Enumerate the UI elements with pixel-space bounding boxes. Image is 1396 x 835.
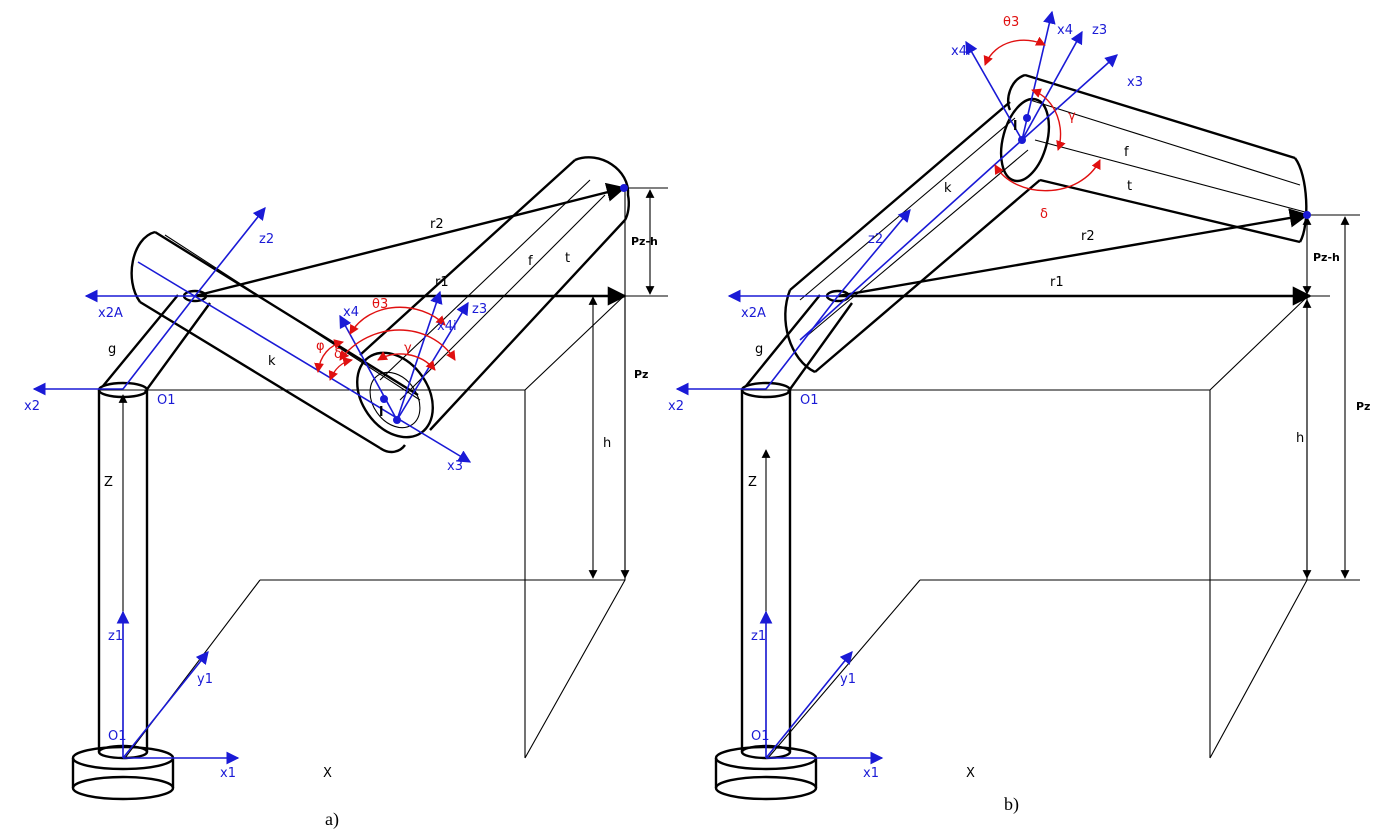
- caption-b: b): [1004, 794, 1019, 815]
- label-pzh-a: Pz-h: [631, 235, 658, 248]
- label-x1-a: x1: [220, 766, 236, 781]
- label-x4-b: x4: [1057, 23, 1073, 38]
- label-r1-a: r1: [435, 275, 449, 290]
- label-pz-b: Pz: [1356, 400, 1370, 413]
- label-gamma-b: γ: [1068, 109, 1076, 124]
- blue-axes-b: [675, 10, 1311, 765]
- angle-arcs-a: [314, 306, 456, 381]
- label-r1-b: r1: [1050, 275, 1064, 290]
- label-z2-a: z2: [259, 232, 274, 247]
- r-lines-a: [194, 182, 668, 579]
- label-theta3-b: θ3: [1003, 15, 1019, 30]
- label-r2-b: r2: [1081, 229, 1095, 244]
- label-y1-b: y1: [840, 672, 856, 687]
- panel-b: [675, 10, 1360, 801]
- label-o1-top-a: O1: [157, 393, 176, 408]
- label-delta-a: δ: [334, 347, 342, 362]
- label-g-a: g: [108, 342, 116, 357]
- label-x2-b: x2: [668, 399, 684, 414]
- workspace-box-b: [743, 295, 1308, 759]
- label-l-a: l: [379, 405, 383, 420]
- label-gamma-a: γ: [404, 341, 412, 356]
- label-x4i-b: x4i: [951, 44, 971, 59]
- panel-a: [32, 156, 668, 801]
- label-x3-b: x3: [1127, 75, 1143, 90]
- label-pz-a: Pz: [634, 368, 648, 381]
- label-x2a-a: x2A: [98, 306, 123, 321]
- cylinder-k-a: [130, 230, 421, 454]
- label-X-a: X: [323, 766, 332, 781]
- label-t-a: t: [565, 251, 570, 266]
- link-g-a: [102, 294, 211, 393]
- label-delta-b: δ: [1040, 207, 1048, 222]
- label-Z-b: Z: [748, 475, 757, 490]
- label-z1-b: z1: [751, 629, 766, 644]
- cylinder-k-b: [784, 97, 1051, 374]
- label-g-b: g: [755, 342, 763, 357]
- label-k-a: k: [268, 354, 276, 369]
- caption-a: a): [325, 809, 339, 830]
- label-x4i-a: x4i: [437, 319, 457, 334]
- label-x1-b: x1: [863, 766, 879, 781]
- angle-arcs-b: [983, 36, 1101, 192]
- label-phi-a: φ: [316, 339, 325, 354]
- label-o1-bottom-a: O1: [108, 729, 127, 744]
- r-lines-b: [837, 208, 1360, 581]
- label-x2a-b: x2A: [741, 306, 766, 321]
- label-o1-top-b: O1: [800, 393, 819, 408]
- label-h-a: h: [603, 436, 611, 451]
- labels-b: g x2A x2 O1 O1 Z z1 y1 x1 X z2 k r2 r1 f…: [668, 15, 1370, 815]
- label-h-b: h: [1296, 431, 1304, 446]
- label-x2-a: x2: [24, 399, 40, 414]
- label-z3-b: z3: [1092, 23, 1107, 38]
- label-k-b: k: [944, 181, 952, 196]
- label-z3-a: z3: [472, 302, 487, 317]
- label-y1-a: y1: [197, 672, 213, 687]
- label-t-b: t: [1127, 179, 1132, 194]
- label-o1-bottom-b: O1: [751, 729, 770, 744]
- label-r2-a: r2: [430, 217, 444, 232]
- label-z1-a: z1: [108, 629, 123, 644]
- label-pzh-b: Pz-h: [1313, 251, 1340, 264]
- label-X-b: X: [966, 766, 975, 781]
- labels-a: g x2A x2 O1 O1 Z z1 y1 x1 X z2 k r2 r1 f…: [24, 217, 658, 830]
- label-l-b: l: [1013, 119, 1017, 134]
- label-z2-b: z2: [868, 232, 883, 247]
- label-f-a: f: [528, 254, 533, 269]
- label-f-b: f: [1124, 145, 1129, 160]
- label-Z-a: Z: [104, 475, 113, 490]
- label-x4-a: x4: [343, 305, 359, 320]
- link-g-b: [745, 294, 853, 393]
- label-x3-a: x3: [447, 459, 463, 474]
- label-theta3-a: θ3: [372, 297, 388, 312]
- cylinder-ft-b: [1006, 73, 1308, 244]
